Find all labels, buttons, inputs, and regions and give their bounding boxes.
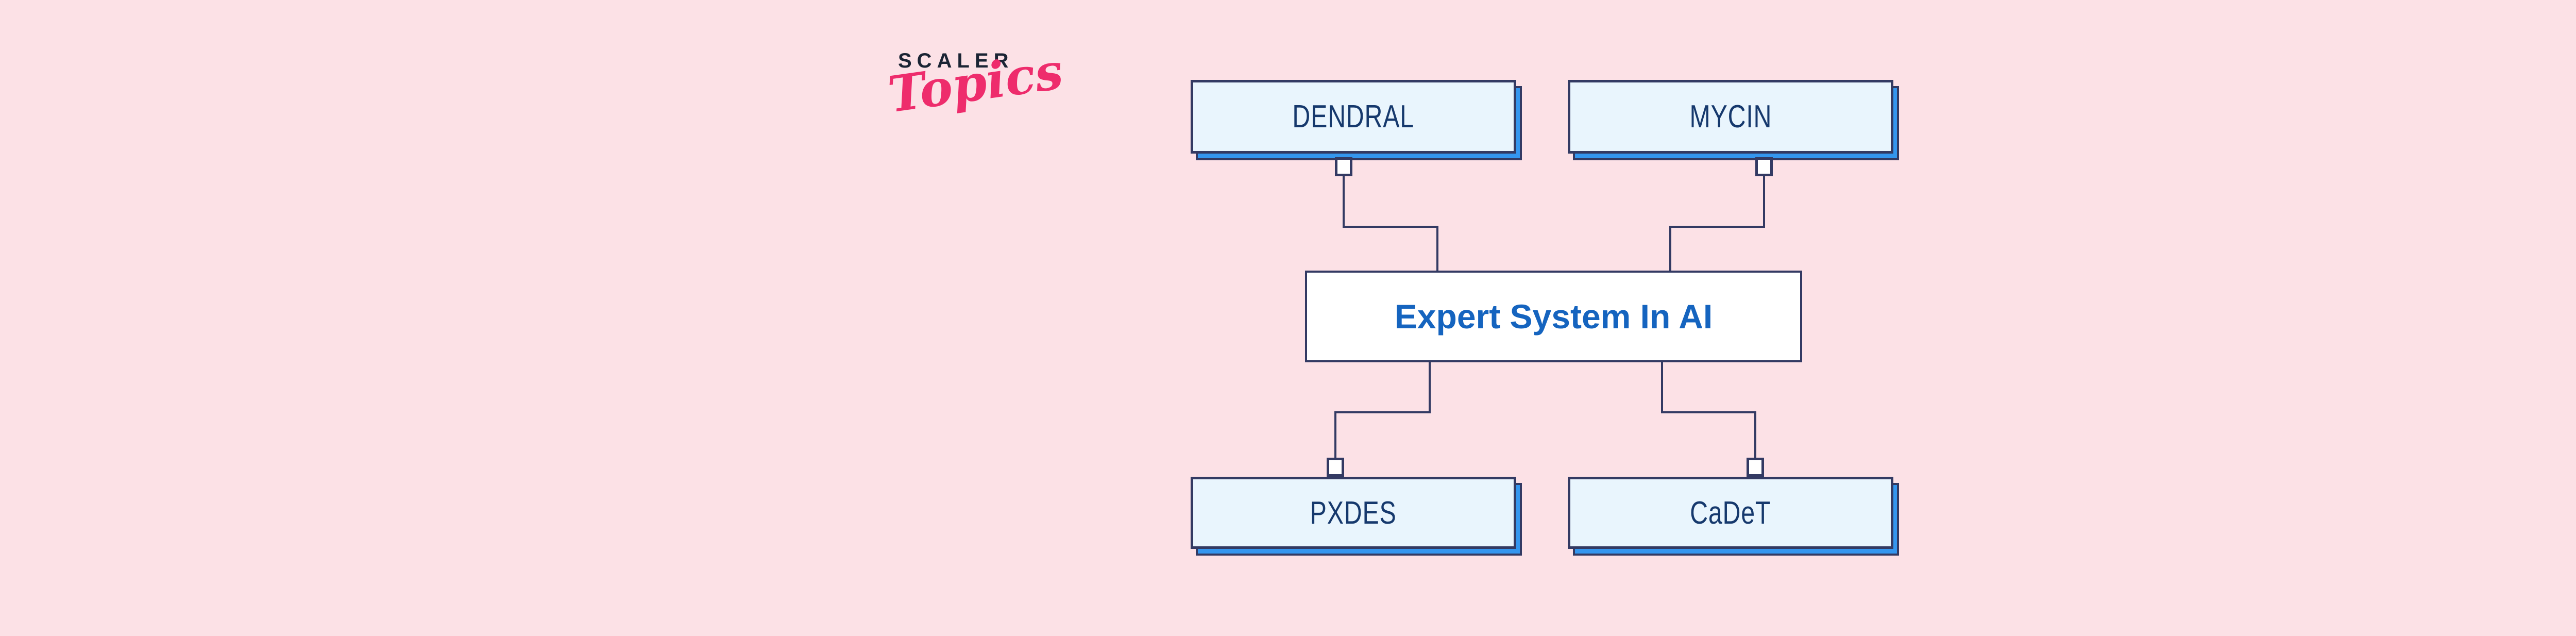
edge-mycin-to-center bbox=[1669, 176, 1765, 273]
port-mycin-bottom bbox=[1755, 157, 1773, 176]
port-dendral-bottom bbox=[1335, 157, 1352, 176]
node-pxdes: PXDES bbox=[1191, 477, 1522, 556]
edge-center-to-cadet bbox=[1661, 361, 1756, 460]
node-cadet-face: CaDeT bbox=[1568, 477, 1893, 549]
edge-dendral-to-center bbox=[1343, 176, 1438, 273]
node-expert-system: Expert System In AI bbox=[1305, 271, 1802, 362]
node-cadet-label: CaDeT bbox=[1690, 495, 1771, 531]
edge-center-to-pxdes bbox=[1334, 361, 1431, 460]
node-mycin-label: MYCIN bbox=[1689, 99, 1772, 135]
node-mycin: MYCIN bbox=[1568, 80, 1899, 160]
node-mycin-face: MYCIN bbox=[1568, 80, 1893, 154]
node-dendral-label: DENDRAL bbox=[1292, 99, 1415, 135]
node-pxdes-face: PXDES bbox=[1191, 477, 1516, 549]
logo-brand-text: SCALER bbox=[898, 49, 1014, 72]
node-cadet: CaDeT bbox=[1568, 477, 1899, 556]
scaler-topics-logo: SCALER Topics bbox=[885, 42, 1066, 124]
node-expert-system-label: Expert System In AI bbox=[1394, 297, 1713, 336]
node-dendral: DENDRAL bbox=[1191, 80, 1522, 160]
node-pxdes-label: PXDES bbox=[1310, 495, 1397, 531]
node-dendral-face: DENDRAL bbox=[1191, 80, 1516, 154]
port-cadet-top bbox=[1747, 458, 1764, 477]
port-pxdes-top bbox=[1327, 458, 1344, 477]
